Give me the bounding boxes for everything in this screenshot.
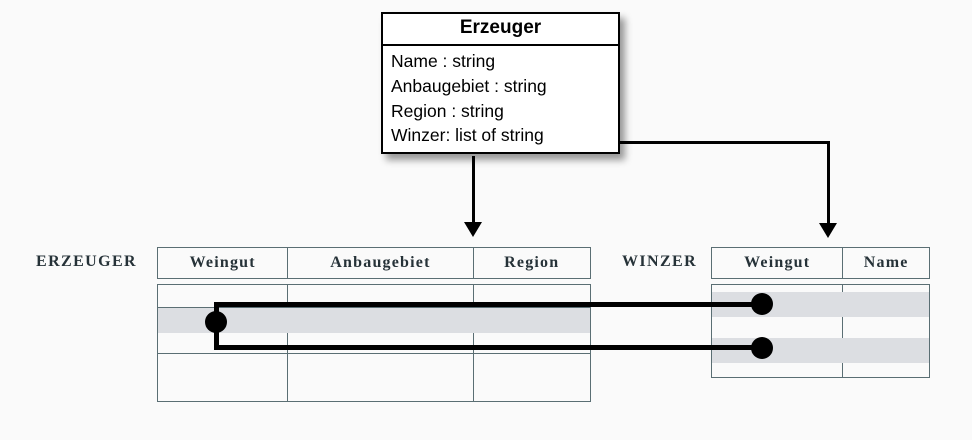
arrow-line-winzer-horizontal [602, 141, 830, 144]
fk-dot-winzer-upper [751, 293, 773, 315]
row-highlight-winzer [712, 338, 929, 363]
uml-attribute-list: Name : string Anbaugebiet : string Regio… [383, 46, 618, 152]
table-header-winzer: Weingut Name [711, 247, 930, 279]
fk-connector-line-lower [214, 345, 762, 350]
table-cell [474, 354, 590, 401]
table-row [158, 354, 590, 401]
fk-connector-line-upper [214, 302, 762, 307]
fk-dot-winzer-lower [751, 337, 773, 359]
table-header-erzeuger: Weingut Anbaugebiet Region [157, 247, 591, 279]
table-cell [288, 354, 474, 401]
arrow-line-winzer-vertical [827, 141, 830, 225]
arrow-head-to-winzer [819, 223, 837, 238]
table-cell [288, 331, 474, 353]
uml-attribute: Anbaugebiet : string [391, 75, 547, 96]
arrow-head-to-erzeuger [464, 222, 482, 237]
table-cell [158, 331, 288, 353]
uml-class-box-erzeuger: Erzeuger Name : string Anbaugebiet : str… [381, 12, 620, 155]
uml-attribute: Region : string [391, 100, 504, 121]
arrow-line-to-erzeuger [472, 156, 475, 224]
uml-class-name: Erzeuger [383, 14, 618, 46]
table-cell [712, 316, 843, 346]
table-label-winzer: WINZER [622, 253, 698, 270]
table-cell [158, 354, 288, 401]
column-header: Name [863, 254, 909, 271]
table-row [158, 285, 590, 308]
column-header: Weingut [158, 248, 289, 278]
uml-attribute: Name : string [391, 50, 496, 71]
fk-dot-erzeuger [205, 311, 227, 333]
column-header: Anbaugebiet [288, 248, 474, 278]
column-header: Region [504, 254, 560, 271]
table-row [158, 331, 590, 354]
table-cell [158, 285, 288, 307]
uml-attribute: Winzer: list of string [391, 125, 544, 146]
table-cell [288, 285, 474, 307]
column-header: Weingut [712, 248, 844, 278]
table-label-erzeuger: ERZEUGER [36, 253, 137, 270]
row-highlight-erzeuger [158, 308, 590, 333]
